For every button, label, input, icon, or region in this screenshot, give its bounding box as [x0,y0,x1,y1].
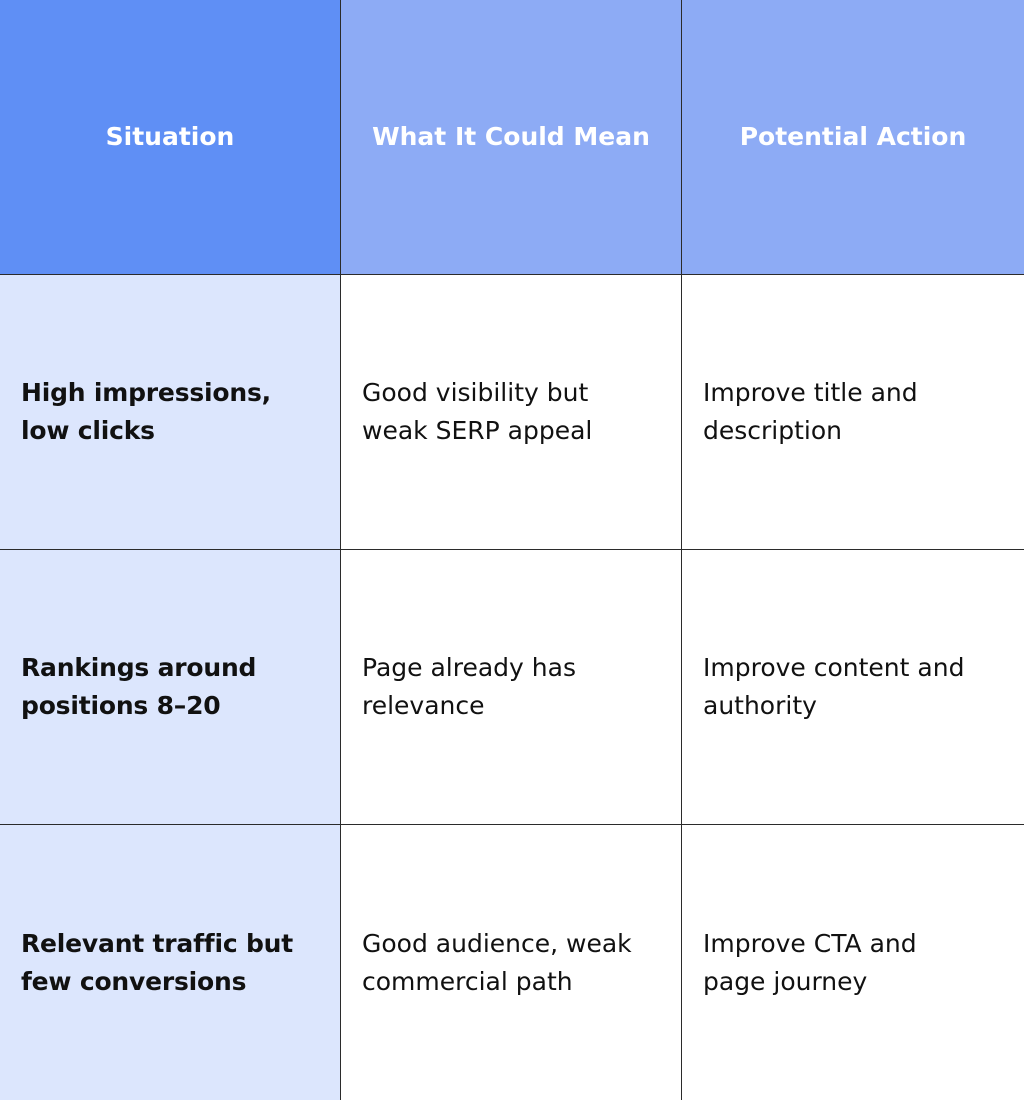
header-action: Potential Action [682,0,1024,275]
row-2-meaning-text: Page already has relevance [362,653,576,720]
header-action-label: Potential Action [739,122,967,151]
header-meaning-label: What It Could Mean [372,122,650,151]
header-situation: Situation [0,0,341,275]
row-2-meaning: Page already has relevance [341,550,682,825]
row-1-situation-text: High impressions, low clicks [21,378,271,445]
row-3-situation: Relevant traffic but few conversions [0,825,341,1100]
header-situation-label: Situation [105,122,235,151]
header-meaning: What It Could Mean [341,0,682,275]
row-3-meaning-text: Good audience, weak commercial path [362,928,632,996]
row-3-meaning: Good audience, weak commercial path [341,825,682,1100]
row-2-situation-text: Rankings around positions 8–20 [21,653,257,720]
row-2-action: Improve content and authority [682,550,1024,825]
row-1-meaning-text: Good visibility but weak SERP appeal [362,378,593,445]
row-3-action: Improve CTA and page journey [682,825,1024,1100]
row-2-situation: Rankings around positions 8–20 [0,550,341,825]
row-1-meaning: Good visibility but weak SERP appeal [341,275,682,550]
row-1-action-text: Improve title and description [703,378,918,445]
row-1-action: Improve title and description [682,275,1024,550]
row-3-situation-text: Relevant traffic but few conversions [21,928,293,996]
row-3-action-text: Improve CTA and page journey [703,928,917,996]
row-1-situation: High impressions, low clicks [0,275,341,550]
row-2-action-text: Improve content and authority [703,653,965,720]
